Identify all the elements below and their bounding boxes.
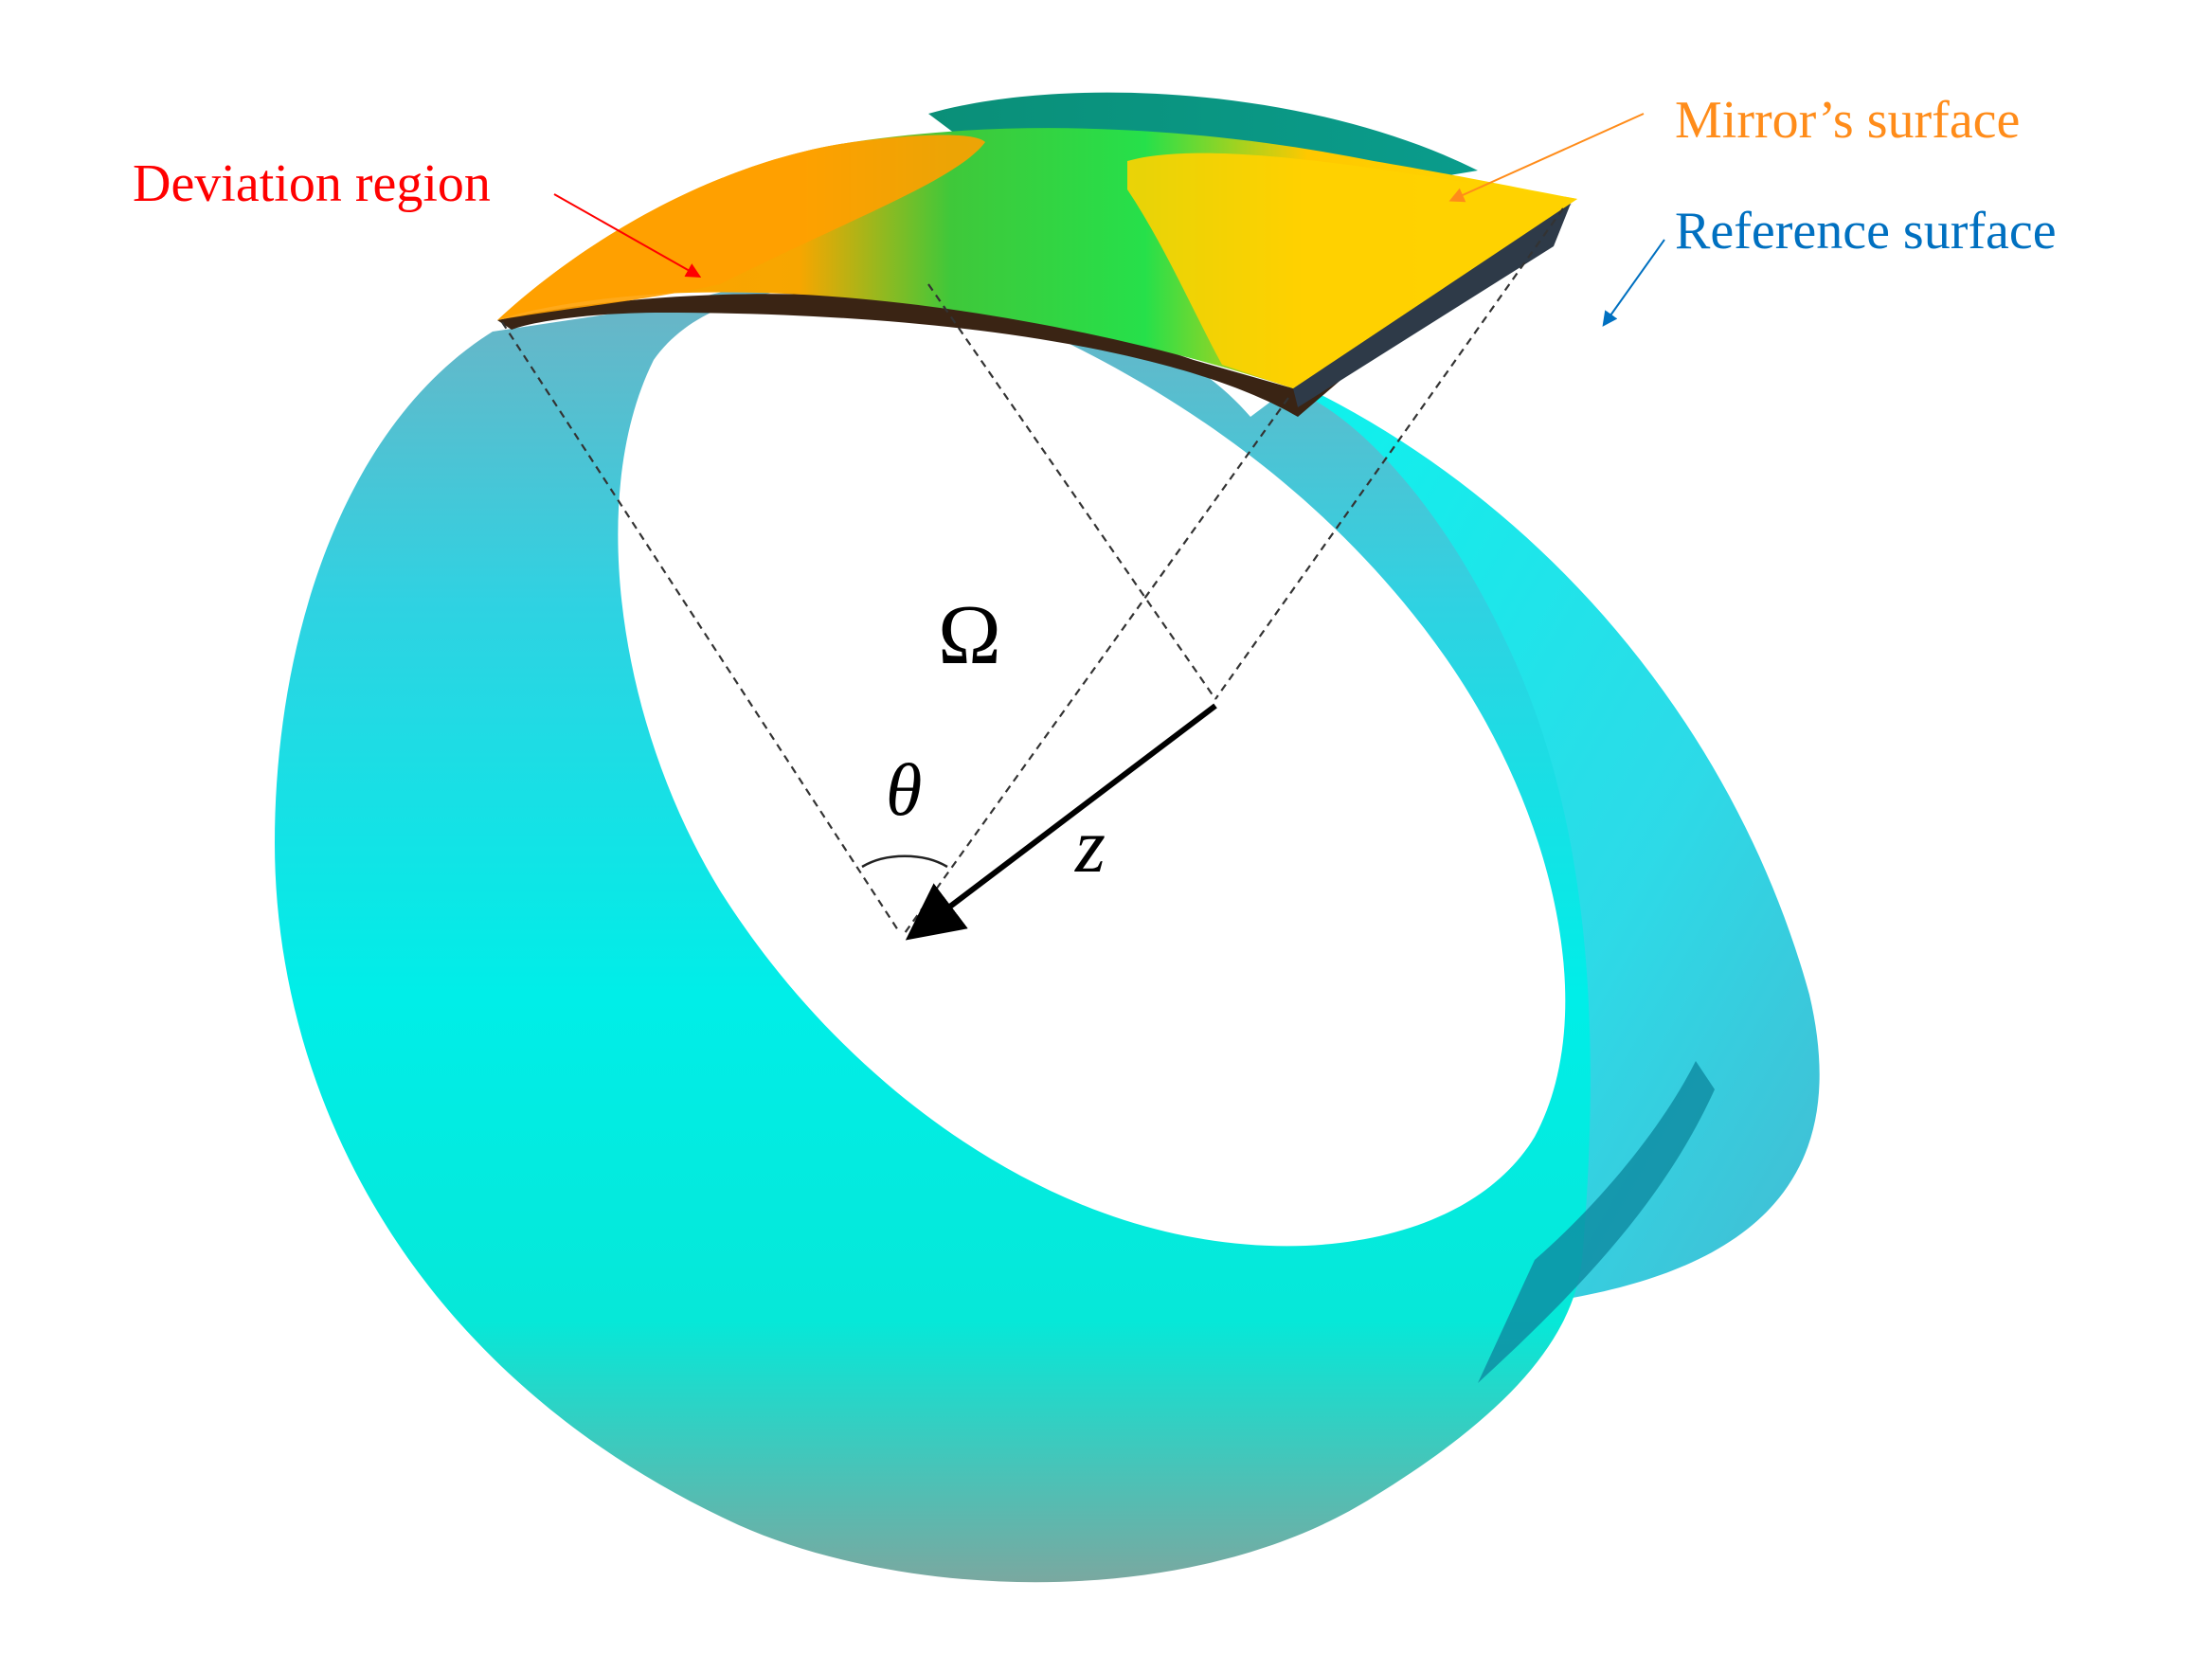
mirror-orange-lobe	[497, 135, 985, 320]
theta-label: θ	[886, 748, 922, 831]
deviation-callout-arrow	[553, 193, 702, 278]
omega-label: Ω	[938, 588, 1001, 682]
reference-callout-arrow	[1602, 239, 1665, 327]
deviation-region-label: Deviation region	[133, 154, 491, 213]
mirror-underside-right	[1293, 199, 1573, 407]
mirror-yellow-lobe	[1127, 153, 1577, 388]
z-arrow	[905, 703, 1217, 941]
reference-surface-ring	[275, 278, 1591, 1583]
mirror-surface-label: Mirror’s surface	[1675, 91, 2020, 150]
reference-surface-label: Reference surface	[1675, 202, 2057, 261]
mirror-callout-arrow	[1448, 113, 1645, 203]
reference-surface-edge	[1478, 1061, 1715, 1383]
dashed-lines	[501, 207, 1564, 934]
z-label: z	[1074, 802, 1106, 889]
mirror-underside	[497, 204, 1573, 417]
theta-arc	[861, 854, 948, 869]
